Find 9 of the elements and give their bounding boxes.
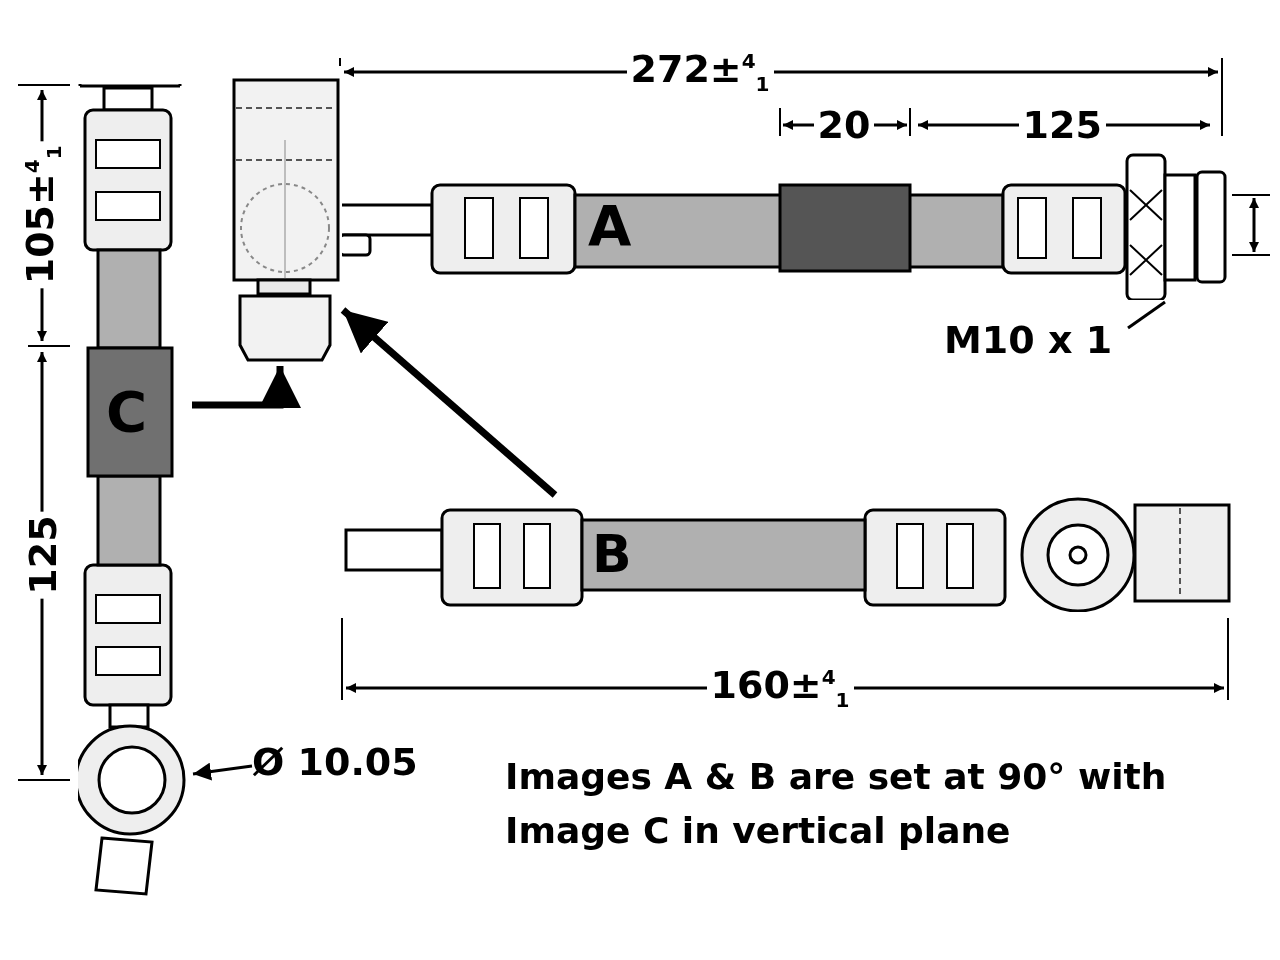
arrow — [340, 307, 558, 498]
thread-size-label: M10 x 1 — [944, 318, 1128, 362]
leader-line — [1127, 300, 1166, 330]
diameter-label: Ø 10.05 — [252, 740, 442, 784]
leader-line — [192, 762, 253, 781]
callout-letter: B — [592, 528, 632, 580]
callout-letter: C — [106, 384, 148, 440]
callout-letter: A — [588, 198, 632, 254]
note-text: Images A & B are set at 90° with Image C in vertical plane — [505, 755, 1168, 853]
